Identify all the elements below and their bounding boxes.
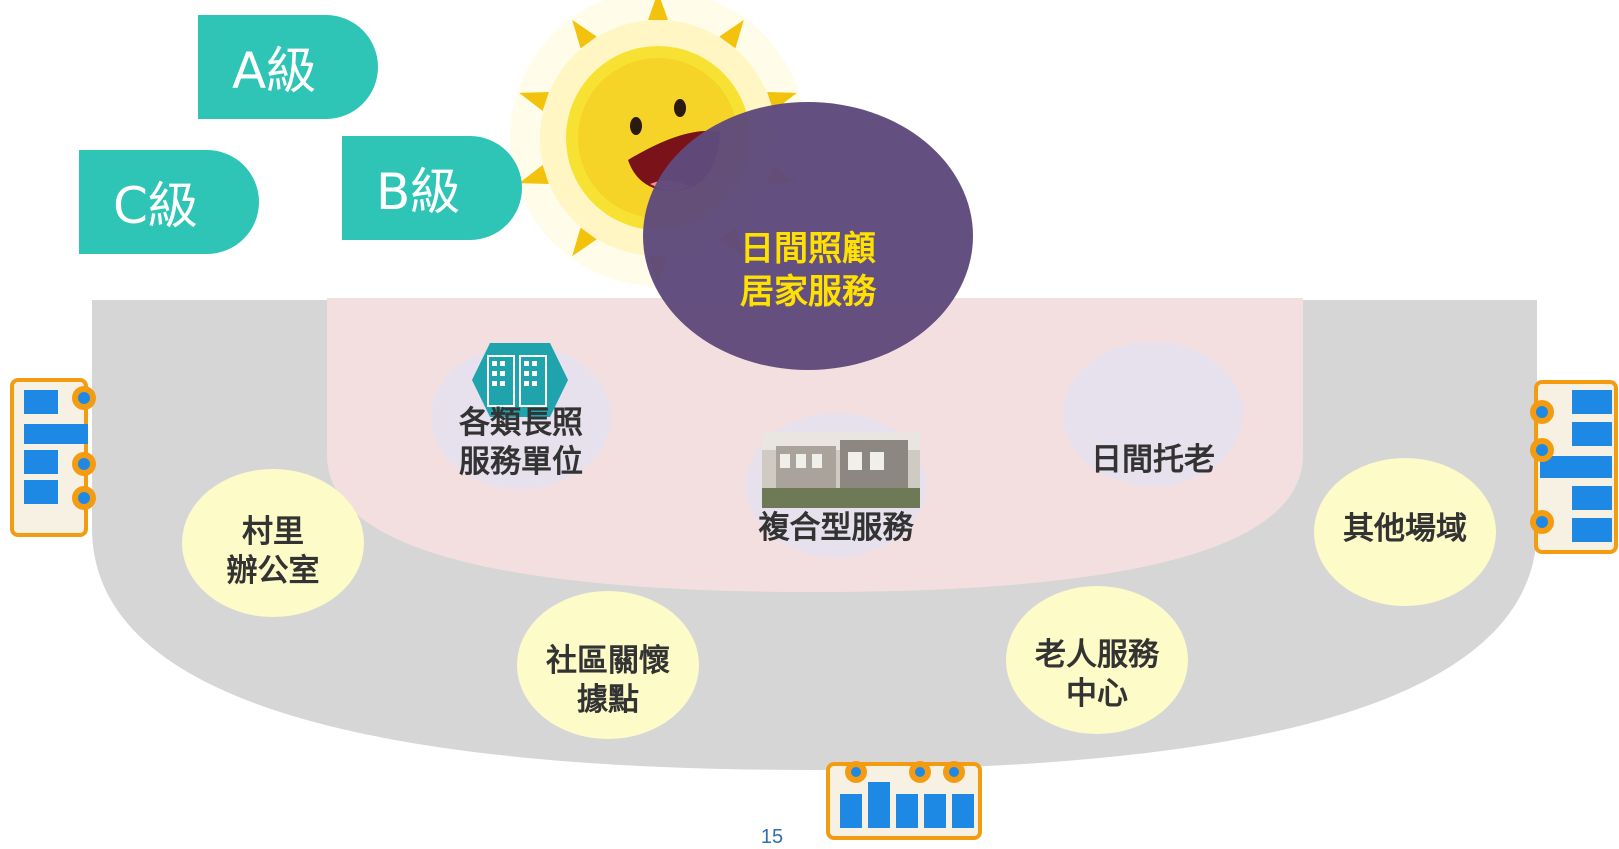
core-service-line1: 日間照顧 [740, 229, 876, 269]
village-office-line1: 村里 [242, 514, 304, 550]
circle-daycare [1063, 342, 1243, 486]
grade-c-label: C級 [113, 177, 198, 235]
grade-a-label: A級 [232, 42, 317, 100]
grade-c-tab: C級 [79, 150, 259, 254]
community-care-label: 社區關懷 據點 [513, 642, 703, 720]
circle-elderly-center [1006, 586, 1188, 734]
building-icon [472, 343, 568, 417]
elderly-center-label: 老人服務 中心 [1002, 636, 1192, 714]
village-office-label: 村里 辦公室 [183, 513, 363, 591]
bus-right-icon [1530, 380, 1618, 554]
other-venues-text: 其他場域 [1343, 511, 1467, 547]
grade-b-label: B級 [376, 163, 461, 221]
elderly-center-line2: 中心 [1066, 675, 1128, 712]
daycare-label: 日間托老 [1063, 441, 1243, 480]
daycare-text: 日間托老 [1091, 442, 1215, 478]
community-care-line1: 社區關懷 [546, 643, 670, 679]
circle-village [182, 469, 364, 617]
elderly-center-line1: 老人服務 [1035, 637, 1159, 673]
grade-a-tab: A級 [198, 15, 378, 119]
composite-service-text: 複合型服務 [758, 510, 914, 546]
longterm-units-line2: 服務單位 [459, 443, 583, 480]
bus-bottom-icon [826, 761, 982, 840]
circle-community [517, 591, 699, 739]
other-venues-label: 其他場域 [1315, 510, 1495, 549]
core-service-line2: 居家服務 [740, 271, 876, 312]
composite-service-label: 複合型服務 [736, 509, 936, 548]
building-photo [762, 432, 920, 508]
circle-other-venues [1314, 458, 1496, 606]
bus-left-icon [10, 378, 96, 537]
core-service-label: 日間照顧 居家服務 [698, 228, 918, 313]
community-care-line2: 據點 [577, 681, 639, 718]
page-number: 15 [760, 826, 784, 848]
core-service-ellipse [643, 102, 973, 370]
grade-b-tab: B級 [342, 136, 522, 240]
village-office-line2: 辦公室 [226, 552, 320, 589]
longterm-units-label: 各類長照 服務單位 [431, 404, 611, 482]
longterm-units-line1: 各類長照 [459, 405, 583, 441]
